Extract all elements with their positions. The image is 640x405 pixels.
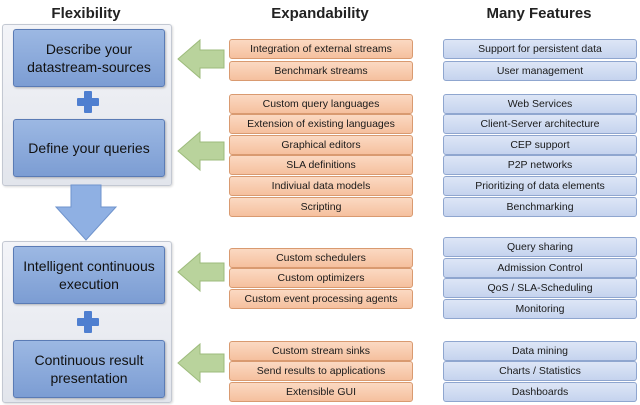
feature-item: Benchmarking: [443, 197, 637, 217]
header-expandability: Expandability: [271, 5, 369, 22]
expandability-item: Scripting: [229, 197, 413, 217]
expandability-item: Integration of external streams: [229, 39, 413, 59]
expandability-item: Custom schedulers: [229, 248, 413, 268]
expandability-item: Custom event processing agents: [229, 289, 413, 309]
expandability-item: Extensible GUI: [229, 382, 413, 402]
feature-item: Support for persistent data: [443, 39, 637, 59]
feature-item: Charts / Statistics: [443, 361, 637, 381]
header-many-features: Many Features: [486, 5, 592, 22]
step-describe-sources: Describe your datastream-sources: [13, 29, 165, 87]
step-continuous-execution-label: Intelligent continuous execution: [23, 258, 155, 292]
step-continuous-execution: Intelligent continuous execution: [13, 246, 165, 304]
step-describe-sources-label: Describe your datastream-sources: [27, 41, 151, 75]
feature-item: User management: [443, 61, 637, 81]
feature-item: Web Services: [443, 94, 637, 114]
expandability-item: Custom optimizers: [229, 268, 413, 288]
header-flexibility: Flexibility: [51, 5, 121, 22]
expandability-item: SLA definitions: [229, 155, 413, 175]
feature-item: P2P networks: [443, 155, 637, 175]
step-result-presentation-label: Continuous result presentation: [34, 352, 144, 386]
left-arrow-icon: [177, 38, 225, 80]
feature-item: Admission Control: [443, 258, 637, 278]
expandability-item: Send results to applications: [229, 361, 413, 381]
left-arrow-icon: [177, 251, 225, 293]
plus-icon: [77, 91, 99, 113]
expandability-item: Custom stream sinks: [229, 341, 413, 361]
expandability-item: Indiviual data models: [229, 176, 413, 196]
feature-item: Query sharing: [443, 237, 637, 257]
feature-item: Dashboards: [443, 382, 637, 402]
feature-item: Monitoring: [443, 299, 637, 319]
down-arrow-icon: [54, 184, 118, 241]
step-define-queries: Define your queries: [13, 119, 165, 177]
step-define-queries-label: Define your queries: [28, 140, 150, 156]
feature-item: QoS / SLA-Scheduling: [443, 278, 637, 298]
feature-item: CEP support: [443, 135, 637, 155]
feature-item: Data mining: [443, 341, 637, 361]
flexibility-panel-top: Describe your datastream-sources Define …: [2, 24, 172, 186]
expandability-item: Custom query languages: [229, 94, 413, 114]
plus-icon: [77, 311, 99, 333]
expandability-item: Benchmark streams: [229, 61, 413, 81]
feature-item: Prioritizing of data elements: [443, 176, 637, 196]
feature-item: Client-Server architecture: [443, 114, 637, 134]
expandability-item: Graphical editors: [229, 135, 413, 155]
expandability-item: Extension of existing languages: [229, 114, 413, 134]
step-result-presentation: Continuous result presentation: [13, 340, 165, 398]
flexibility-panel-bottom: Intelligent continuous execution Continu…: [2, 241, 172, 403]
left-arrow-icon: [177, 130, 225, 172]
left-arrow-icon: [177, 342, 225, 384]
